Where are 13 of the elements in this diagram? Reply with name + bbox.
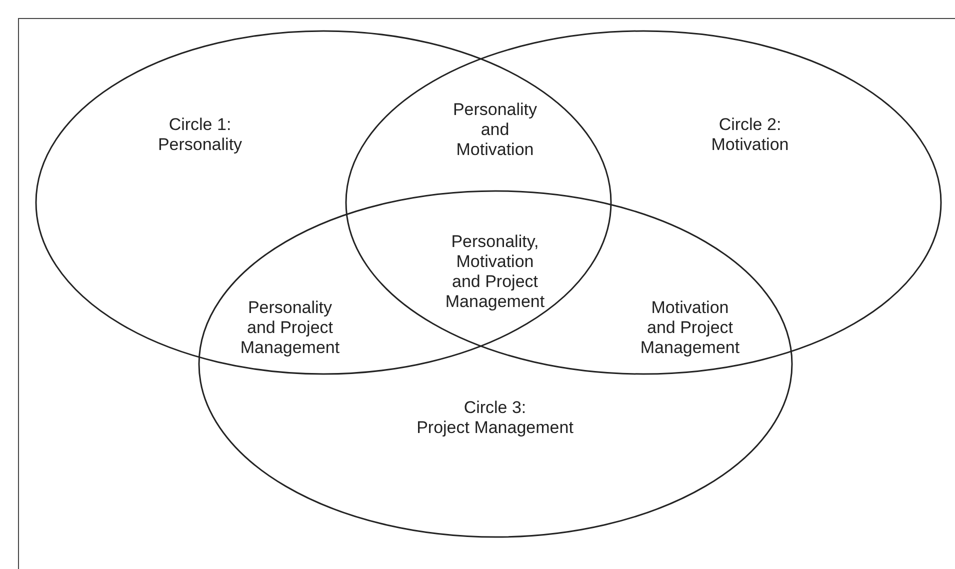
circle-label: Circle 1: [168, 115, 232, 135]
venn-ellipse [198, 190, 793, 538]
circle-label: Circle 3: [462, 398, 528, 418]
circle-label: Project Management [416, 418, 574, 438]
circle-label: Circle 2: [718, 115, 782, 135]
overlap-label: Motivation and Project Management [639, 298, 741, 358]
circle-label: Motivation [711, 135, 789, 155]
overlap-label: Personality, Motivation and Project Management [444, 232, 546, 312]
venn-ellipse [35, 30, 612, 375]
overlap-label: Personality and Project Management [239, 298, 341, 358]
venn-ellipse [345, 30, 942, 375]
overlap-label: Personality and Motivation [452, 100, 538, 160]
circle-label: Personality [158, 135, 242, 155]
